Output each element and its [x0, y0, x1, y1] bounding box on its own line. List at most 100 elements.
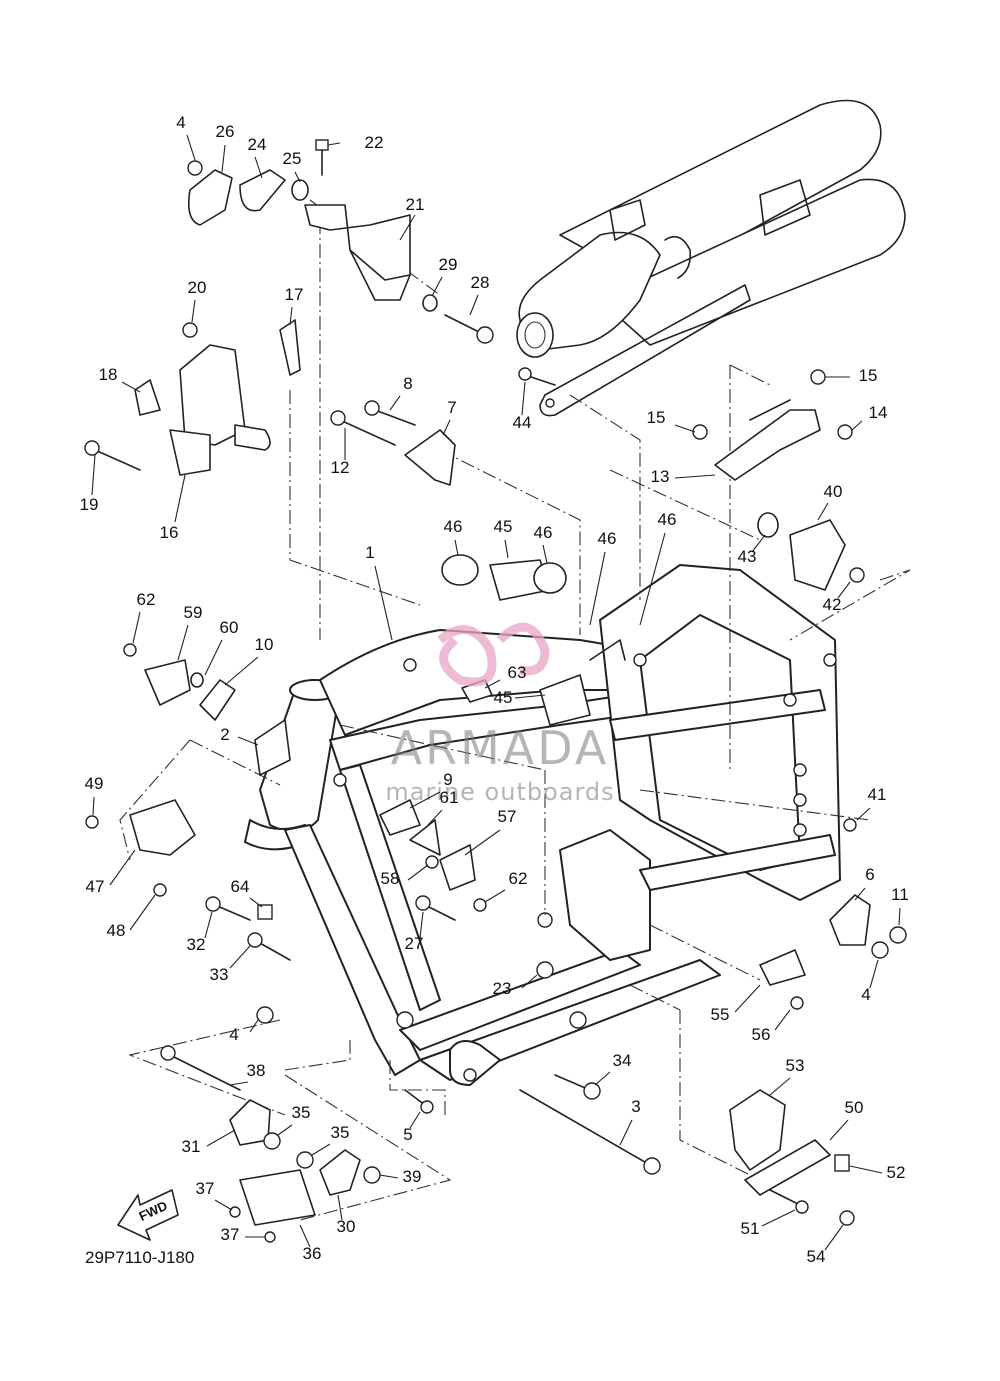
- callout-label-c47: 47: [86, 877, 105, 896]
- watermark: ARMADA marine outboards: [385, 622, 614, 806]
- callout-label-c12: 12: [331, 458, 350, 477]
- callout-leader-c11: [898, 907, 901, 926]
- callout-leader-c4c: [249, 1019, 259, 1033]
- fwd-arrow: FWD: [117, 1189, 179, 1241]
- callout-label-c1: 1: [365, 543, 374, 562]
- callout-label-c6: 6: [865, 865, 874, 884]
- callout-leader-c44: [521, 381, 526, 416]
- callout-label-c54: 54: [807, 1247, 826, 1266]
- callout-leader-c39: [379, 1174, 399, 1179]
- callout-leader-c63: [484, 679, 501, 689]
- callout-label-c5: 5: [403, 1125, 412, 1144]
- small-parts: [84, 139, 907, 1243]
- callout-leader-c57: [464, 829, 501, 856]
- callout-label-c13: 13: [651, 467, 670, 486]
- callout-label-c18: 18: [99, 365, 118, 384]
- callout-label-c52: 52: [887, 1163, 906, 1182]
- callout-label-c43: 43: [738, 547, 757, 566]
- callout-leader-c52: [849, 1165, 883, 1174]
- callout-leader-c54: [824, 1224, 844, 1251]
- drawing-code: 29P7110-J180: [85, 1248, 194, 1267]
- callout-label-c38: 38: [247, 1061, 266, 1080]
- callout-label-c15a: 15: [859, 366, 878, 385]
- callout-label-c53: 53: [786, 1056, 805, 1075]
- callout-label-c11: 11: [891, 885, 909, 904]
- callout-label-c9: 9: [443, 770, 452, 789]
- callout-leader-c8: [389, 395, 401, 411]
- callout-leader-c49: [92, 796, 95, 816]
- callout-leader-c28: [469, 294, 479, 316]
- callout-label-c39: 39: [403, 1167, 422, 1186]
- callout-label-c44: 44: [513, 413, 532, 432]
- callout-leader-c48: [129, 894, 156, 931]
- callout-leader-c56: [774, 1009, 791, 1031]
- callout-leader-c15b: [674, 424, 696, 433]
- callout-label-c16: 16: [160, 523, 179, 542]
- callout-leader-c51: [761, 1209, 796, 1227]
- callout-label-c37a: 37: [196, 1179, 215, 1198]
- watermark-brand: ARMADA: [391, 721, 610, 775]
- callout-leader-c5: [409, 1111, 421, 1129]
- callout-leader-c16: [174, 474, 186, 523]
- callout-leader-c38: [229, 1081, 249, 1086]
- callout-leader-c31: [206, 1129, 236, 1147]
- callout-label-c49: 49: [85, 774, 104, 793]
- callout-leader-c17: [289, 306, 293, 326]
- callout-leader-c6: [854, 887, 866, 901]
- callout-label-c29: 29: [439, 255, 458, 274]
- callout-leader-c2: [237, 736, 259, 746]
- callout-leader-c27: [419, 911, 424, 939]
- callout-label-c10: 10: [255, 635, 274, 654]
- callout-leader-c62a: [132, 611, 141, 644]
- callout-label-c32: 32: [187, 935, 206, 954]
- callout-leader-c59: [177, 624, 189, 661]
- callout-leader-c43: [751, 534, 766, 553]
- callout-label-c4b: 4: [861, 985, 870, 1004]
- callout-label-c46c: 46: [598, 529, 617, 548]
- callout-leader-c25: [294, 171, 301, 183]
- callout-label-c22: 22: [365, 133, 384, 152]
- callout-leader-c46b: [542, 544, 548, 564]
- callout-label-c24: 24: [248, 135, 267, 154]
- callout-leader-c9: [409, 791, 441, 809]
- callout-leader-c21: [399, 214, 416, 241]
- callout-leader-c4a: [186, 134, 196, 161]
- callout-leader-c46c: [589, 551, 606, 626]
- callout-leader-c14: [851, 420, 863, 431]
- callout-leader-c4b: [869, 959, 879, 989]
- muffler-assembly: [516, 99, 906, 417]
- callout-label-c21: 21: [406, 195, 425, 214]
- callout-label-c30: 30: [337, 1217, 356, 1236]
- callout-leader-c45a: [504, 539, 509, 559]
- callout-label-c60: 60: [220, 618, 239, 637]
- callout-label-c17: 17: [285, 285, 304, 304]
- callout-leader-c13: [674, 474, 716, 479]
- callout-label-c58: 58: [381, 869, 400, 888]
- callout-leader-c3: [619, 1119, 633, 1146]
- callout-label-c4c: 4: [229, 1025, 238, 1044]
- callout-label-c8: 8: [403, 374, 412, 393]
- callout-label-c28: 28: [471, 273, 490, 292]
- callout-leader-c62b: [484, 889, 506, 903]
- callout-leader-c24: [254, 156, 263, 179]
- callout-label-c46a: 46: [444, 517, 463, 536]
- callout-label-c4a: 4: [176, 113, 185, 132]
- callout-label-c62a: 62: [137, 590, 156, 609]
- callout-label-c56: 56: [752, 1025, 771, 1044]
- callout-leader-c32: [204, 911, 213, 939]
- callout-leader-c1: [374, 565, 393, 641]
- callout-label-c59: 59: [184, 603, 203, 622]
- callout-leader-c26: [221, 144, 226, 173]
- callout-leader-c45b: [514, 694, 546, 699]
- callout-label-c34: 34: [613, 1051, 632, 1070]
- callout-leader-c37a: [214, 1199, 233, 1211]
- callout-label-c27: 27: [405, 934, 424, 953]
- callout-leader-c35b: [311, 1143, 331, 1156]
- callout-leader-c22: [327, 142, 341, 146]
- callout-leader-c53: [769, 1077, 791, 1096]
- callout-leader-c35a: [277, 1124, 293, 1136]
- callout-label-c31: 31: [182, 1137, 201, 1156]
- callout-label-c42: 42: [823, 595, 842, 614]
